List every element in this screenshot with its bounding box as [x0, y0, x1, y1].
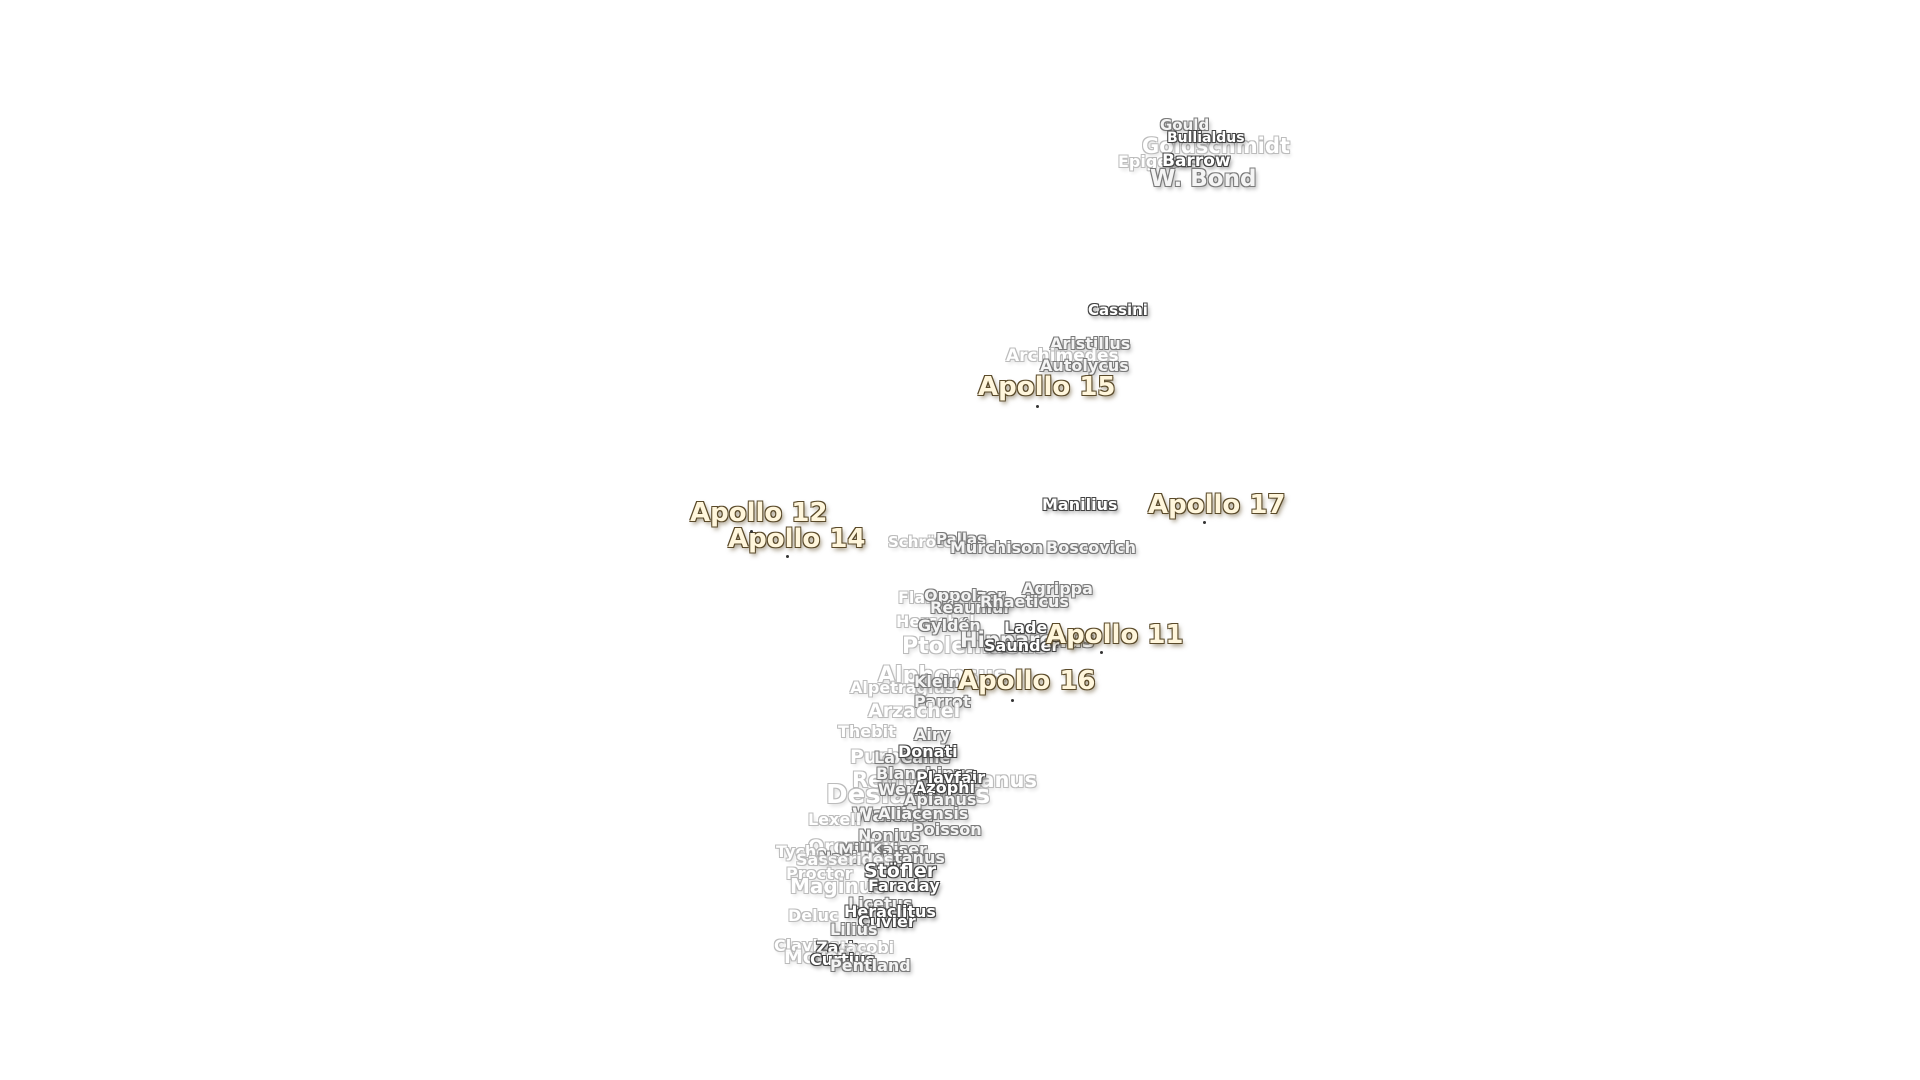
crater-label-boscovich: Boscovich: [1046, 538, 1136, 557]
crater-label-regiomontanus: Regiomontanus: [852, 768, 1037, 792]
crater-label-sasserides: Sasserides: [796, 850, 894, 869]
crater-label-schroter: Schröter: [888, 533, 961, 551]
crater-label-orontius: Orontius: [808, 836, 901, 858]
crater-label-zach: Zach: [816, 938, 860, 957]
crater-label-goldschmidt: Goldschmidt: [1142, 134, 1290, 158]
crater-label-proctor: Proctor: [786, 864, 853, 883]
crater-label-aristillus: Aristillus: [1050, 334, 1131, 353]
crater-label-azophi: Azophi: [914, 778, 976, 797]
crater-label-faraday: Faraday: [868, 876, 940, 895]
crater-label-airy: Airy: [914, 725, 951, 744]
crater-label-parrot: Parrot: [914, 692, 971, 711]
crater-label-walther: Walther: [852, 804, 937, 826]
crater-label-murchison: Murchison: [950, 538, 1044, 557]
crater-label-arzachel: Arzachel: [868, 700, 961, 722]
crater-label-agrippa: Agrippa: [1022, 579, 1093, 598]
crater-label-hipparchus: Hipparchus: [960, 628, 1095, 652]
crater-label-pentland: Pentland: [830, 956, 911, 975]
landing-site-marker-apollo-16: [1011, 699, 1014, 702]
crater-label-werner: Werner: [878, 780, 944, 799]
crater-label-klein: Klein: [914, 672, 960, 691]
crater-label-nonius: Nonius: [858, 826, 921, 845]
crater-label-nasireddin: Nasireddin: [818, 848, 916, 867]
crater-label-oppolzer: Oppolzer: [924, 586, 1006, 605]
crater-label-autolycus: Autolycus: [1040, 356, 1129, 375]
crater-label-lexell: Lexell: [808, 810, 862, 829]
crater-label-playfair: Playfair: [916, 768, 986, 787]
crater-label-kaiser: Kaiser: [870, 840, 927, 859]
crater-label-clavius: Clavius: [774, 936, 839, 955]
crater-label-flammarion: Flammarion: [898, 588, 1006, 607]
crater-label-herschel: Herschel: [896, 612, 975, 631]
crater-label-apianus: Apianus: [904, 790, 977, 809]
crater-label-heraclitus: Heraclitus: [844, 902, 936, 921]
crater-label-epigenes: Epigenes: [1118, 152, 1200, 171]
crater-label-gylden: Gyldén: [918, 616, 981, 635]
crater-label-pallas: Pallas: [936, 530, 987, 548]
crater-label-bullialdus: Bullialdus: [1167, 130, 1245, 146]
crater-label-stofler: Stöfler: [864, 860, 937, 882]
crater-label-aliacensis: Aliacensis: [878, 804, 969, 823]
crater-label-manilius: Manilius: [1042, 495, 1118, 514]
crater-label-lilius: Lilius: [830, 920, 878, 939]
landing-site-marker-apollo-12: [750, 530, 753, 533]
crater-label-poisson: Poisson: [912, 820, 982, 839]
crater-label-cassini: Cassini: [1088, 301, 1148, 319]
landing-site-marker-apollo-15: [1036, 405, 1039, 408]
crater-label-lade: Lade: [1004, 618, 1048, 637]
landing-site-marker-apollo-11: [1100, 651, 1103, 654]
crater-label-archimedes: Archimedes: [1006, 346, 1119, 366]
landing-site-label-apollo-12: Apollo 12: [690, 498, 828, 528]
crater-label-deslandres: Deslandres: [826, 780, 991, 810]
crater-label-cuvier: Cuvier: [858, 912, 916, 931]
crater-label-la-caille: La Caille: [874, 748, 951, 767]
crater-label-purbach: Purbach: [850, 746, 939, 768]
crater-label-jacobi: Jacobi: [840, 938, 895, 957]
landing-site-label-apollo-11: Apollo 11: [1046, 620, 1184, 650]
crater-label-moretus: Moretus: [784, 946, 873, 968]
crater-label-alphonsus: Alphonsus: [878, 663, 1007, 688]
crater-label-blanchinus: Blanchinus: [876, 764, 975, 783]
landing-site-marker-apollo-14: [786, 555, 789, 558]
crater-label-thebit: Thebit: [838, 722, 896, 741]
landing-site-label-apollo-14: Apollo 14: [728, 524, 866, 554]
crater-label-gould: Gould: [1160, 116, 1210, 134]
crater-label-barrow: Barrow: [1162, 151, 1231, 171]
landing-site-label-apollo-15: Apollo 15: [978, 372, 1116, 402]
landing-site-marker-apollo-17: [1203, 521, 1206, 524]
crater-label-tycho: Tycho: [776, 842, 828, 861]
crater-label-curtius: Curtius: [810, 950, 876, 969]
crater-label-saunder: Saunder: [984, 636, 1060, 655]
crater-label-maginus: Maginus: [790, 874, 885, 898]
crater-label-ptolemaeus: Ptolemaeus: [902, 634, 1048, 659]
crater-label-miller: Miller: [838, 840, 890, 859]
crater-label-licetus: Licetus: [848, 894, 913, 913]
crater-label-w-bond: W. Bond: [1150, 166, 1257, 192]
crater-label-donati: Donati: [898, 742, 958, 761]
landing-site-label-apollo-16: Apollo 16: [958, 666, 1096, 696]
crater-label-deluc: Deluc: [788, 906, 839, 925]
crater-label-reaumur: Réaumur: [930, 598, 1012, 617]
crater-label-alpetragius: Alpetragius: [850, 678, 955, 697]
crater-label-pontanus: Pontanus: [860, 848, 945, 867]
crater-label-rhaeticus: Rhaeticus: [980, 592, 1069, 611]
landing-site-label-apollo-17: Apollo 17: [1148, 490, 1286, 520]
